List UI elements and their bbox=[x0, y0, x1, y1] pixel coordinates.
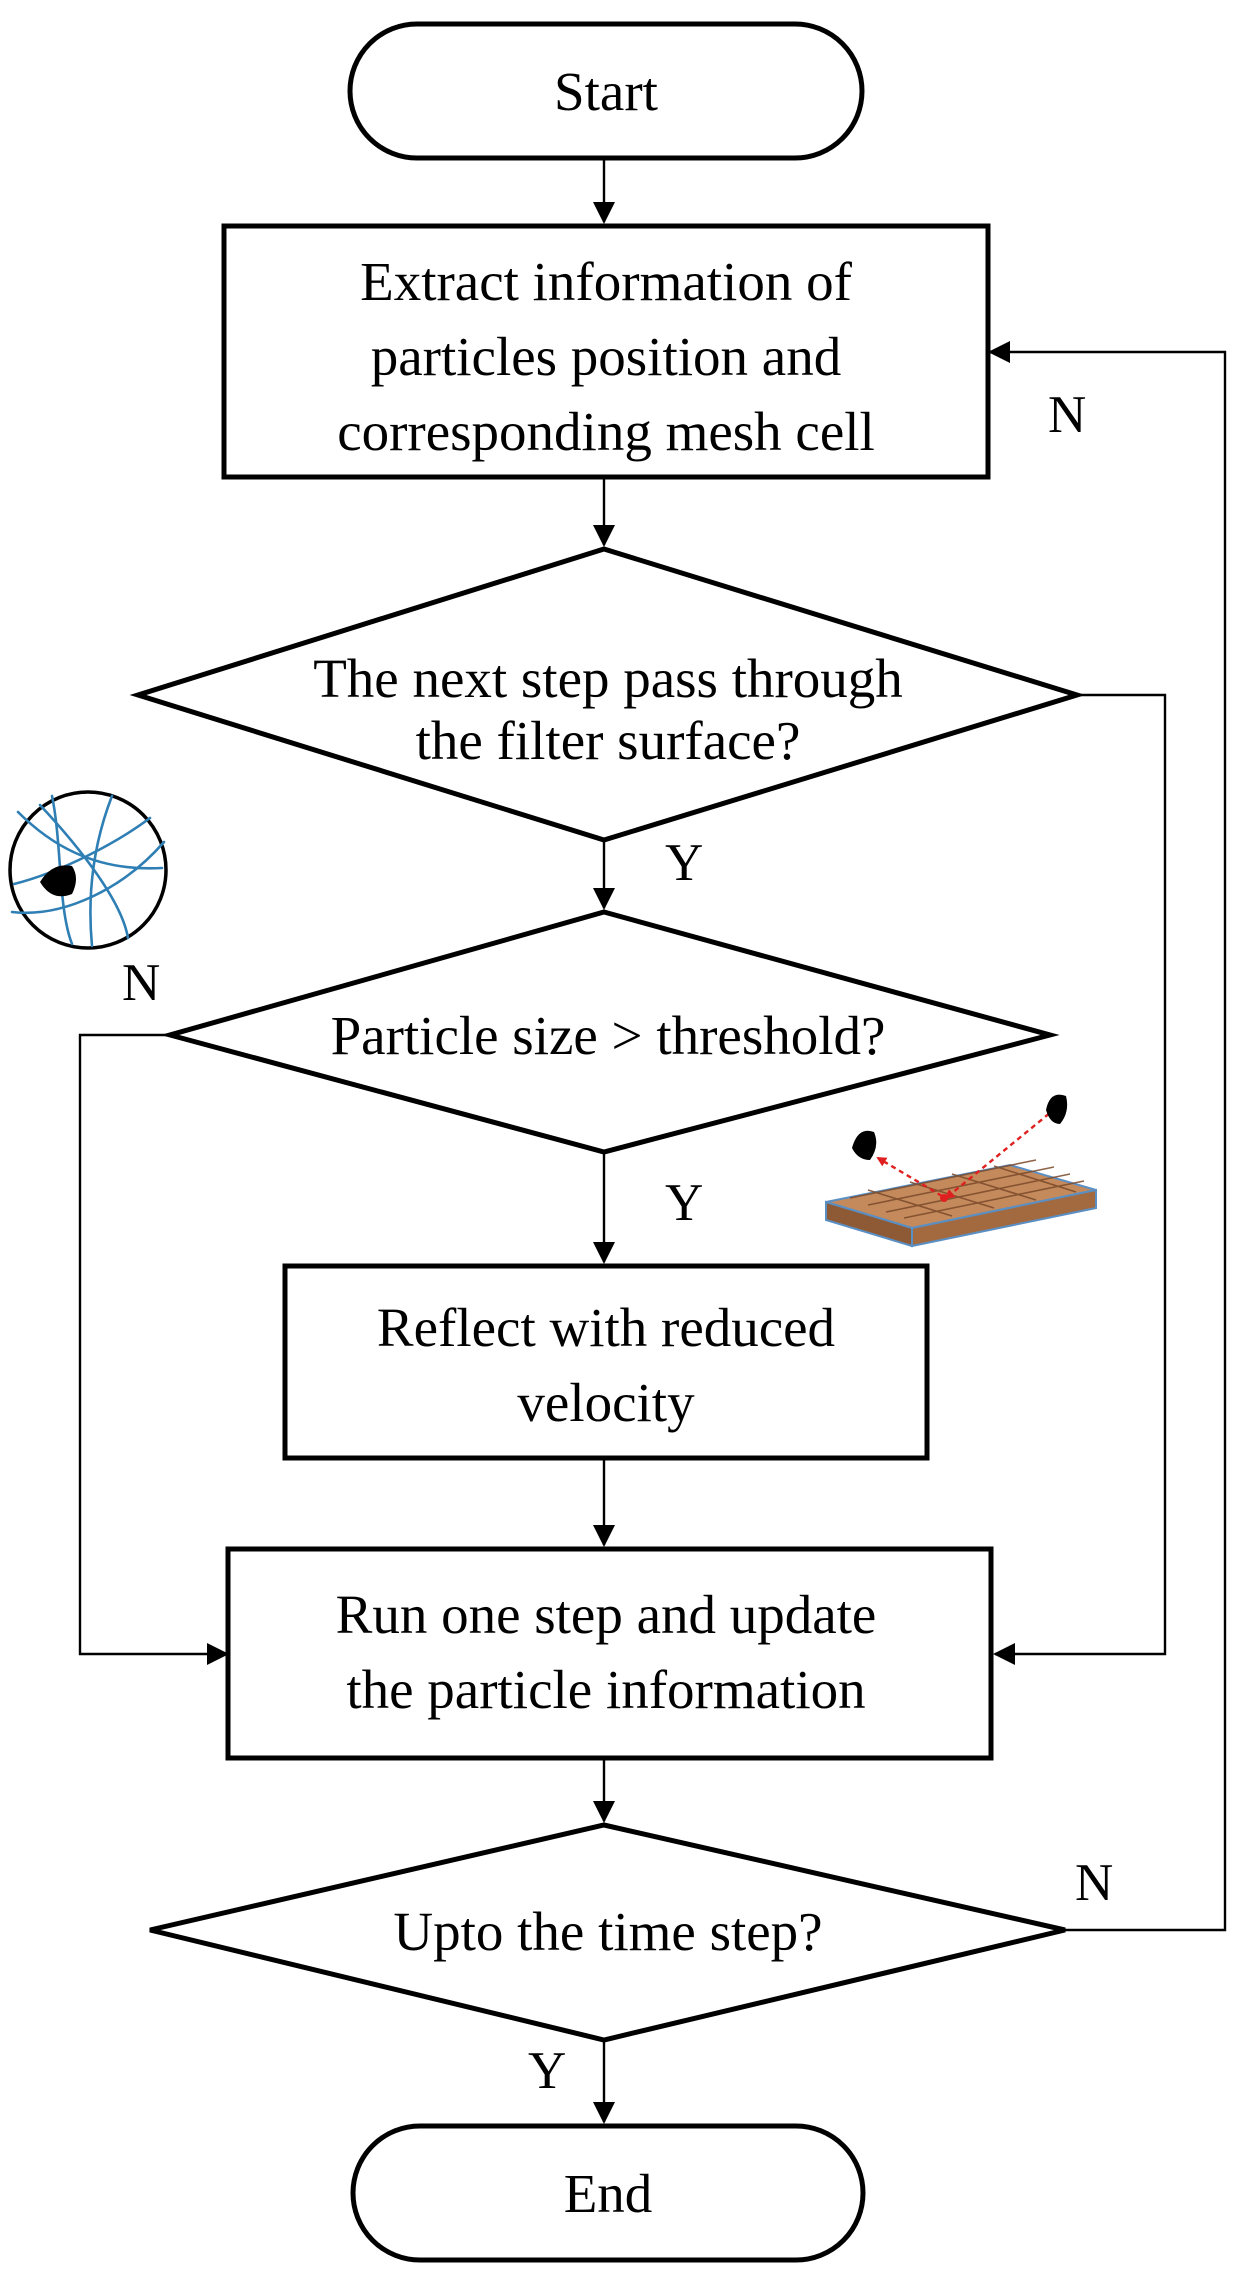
decision-pass-line-1: The next step pass through bbox=[313, 648, 903, 709]
extract-line-2: particles position and bbox=[371, 326, 841, 387]
start-node: Start bbox=[347, 21, 865, 161]
arrow-pass-no-to-run bbox=[993, 693, 1167, 1665]
reflect-process: Reflect with reduced velocity bbox=[282, 1263, 930, 1461]
label-size-yes: Y bbox=[665, 1174, 703, 1232]
extract-line-1: Extract information of bbox=[360, 251, 852, 312]
fiber-filter-icon bbox=[8, 790, 168, 950]
incoming-trajectory bbox=[944, 1107, 1057, 1200]
label-time-yes: Y bbox=[528, 2042, 566, 2100]
decision-time-label: Upto the time step? bbox=[393, 1901, 822, 1962]
label-size-no: N bbox=[122, 954, 160, 1012]
extract-line-3: corresponding mesh cell bbox=[337, 401, 875, 462]
decision-size-label: Particle size > threshold? bbox=[331, 1005, 886, 1066]
label-time-no: N bbox=[1075, 1854, 1113, 1912]
decision-pass-filter: The next step pass through the filter su… bbox=[129, 546, 1086, 843]
decision-time-step: Upto the time step? bbox=[149, 1822, 1066, 2043]
decision-particle-size: Particle size > threshold? bbox=[160, 909, 1060, 1155]
run-line-1: Run one step and update bbox=[336, 1584, 877, 1645]
reflect-line-1: Reflect with reduced bbox=[377, 1297, 835, 1358]
arrow-size-no-to-run bbox=[78, 1033, 229, 1665]
decision-pass-line-2: the filter surface? bbox=[416, 710, 801, 771]
impact-point bbox=[940, 1194, 948, 1202]
extract-process: Extract information of particles positio… bbox=[221, 223, 991, 480]
incoming-particle bbox=[1046, 1094, 1068, 1124]
connectors bbox=[78, 158, 1227, 2124]
captured-particle bbox=[40, 865, 76, 897]
arrow-time-no-to-extract bbox=[988, 341, 1227, 1932]
label-pass-yes: Y bbox=[665, 834, 703, 892]
reflect-line-2: velocity bbox=[517, 1372, 695, 1433]
run-step-process: Run one step and update the particle inf… bbox=[225, 1546, 994, 1761]
reflected-particle bbox=[852, 1130, 877, 1160]
filter-surface-reflection-icon bbox=[825, 1094, 1097, 1248]
label-pass-no: N bbox=[1048, 386, 1086, 444]
reflected-trajectory bbox=[876, 1156, 943, 1198]
end-node: End bbox=[350, 2123, 866, 2263]
start-label: Start bbox=[554, 61, 658, 122]
run-line-2: the particle information bbox=[346, 1659, 865, 1720]
end-label: End bbox=[564, 2163, 653, 2224]
